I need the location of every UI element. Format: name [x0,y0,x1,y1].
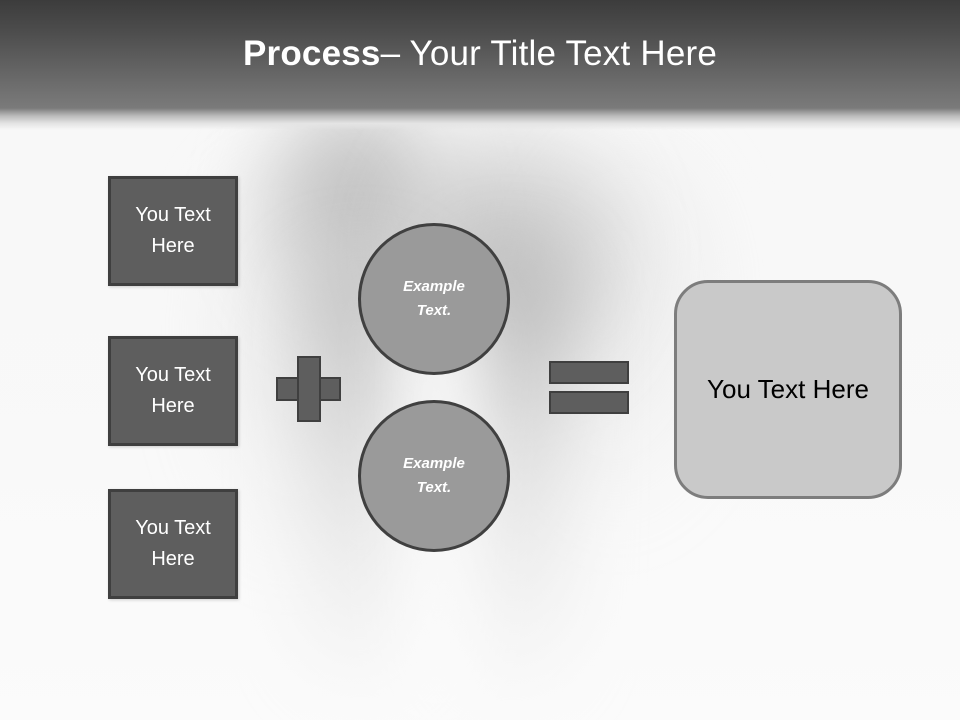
title-banner-fade [0,108,960,130]
result-box[interactable]: You Text Here [674,280,902,499]
title-banner [0,0,960,108]
page-title-strong: Process [242,34,381,73]
plus-icon [276,356,341,422]
page-title: Process – Your Title Text Here [0,0,960,108]
equals-top-bar [549,361,629,384]
page-title-rest: – Your Title Text Here [380,34,718,73]
equals-bottom-bar [549,391,629,414]
plus-center-patch [299,379,319,399]
equals-icon [549,361,629,414]
